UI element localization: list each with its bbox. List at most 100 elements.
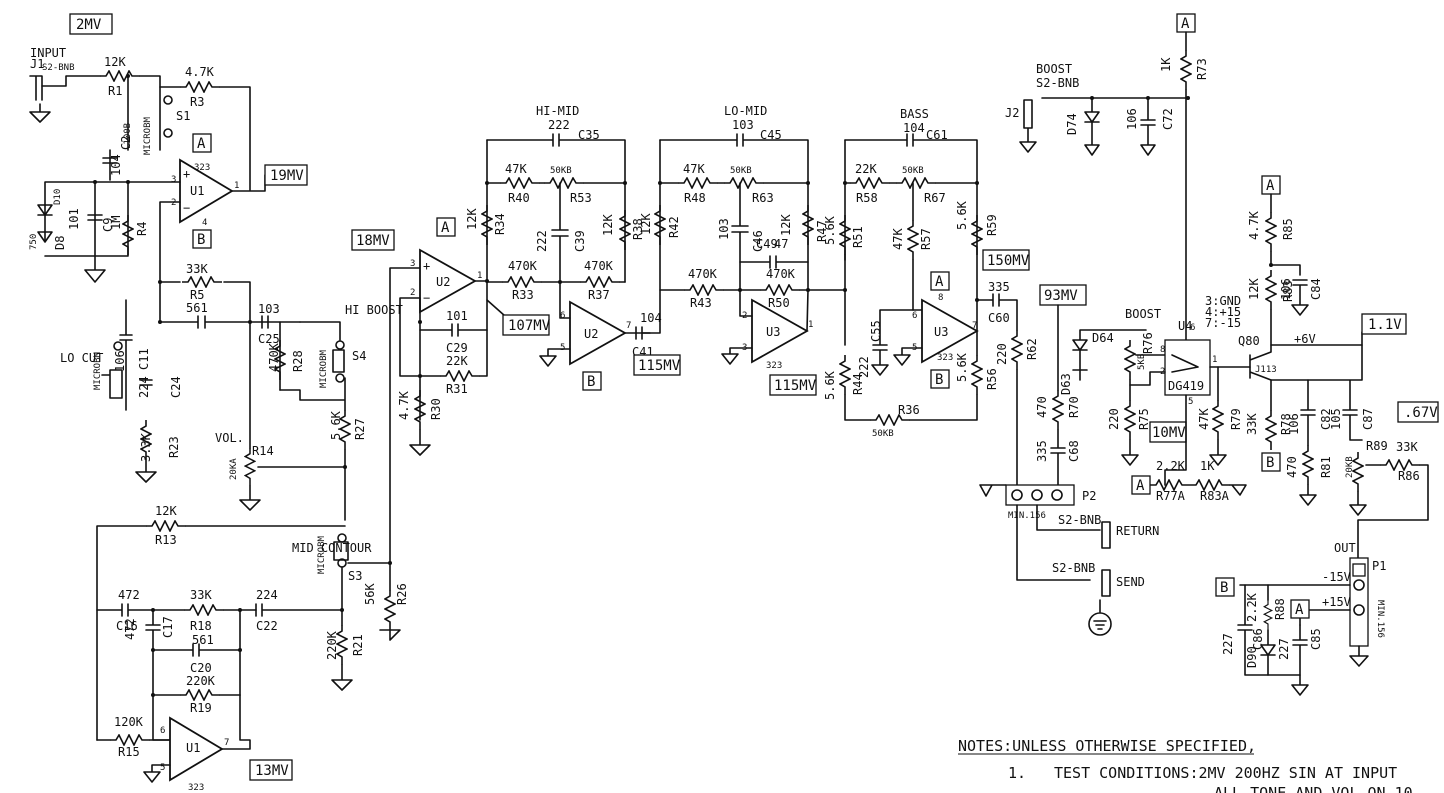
component-label: 106	[1125, 108, 1139, 130]
component-label: R5	[190, 288, 204, 302]
component-label: 1K	[1159, 57, 1173, 72]
component-label: R73	[1195, 58, 1209, 80]
component-label: 47K	[505, 162, 527, 176]
wire	[486, 182, 626, 283]
component-label: 104	[640, 311, 662, 325]
junction-node	[151, 648, 155, 652]
s2bnb-input: S2-BNB	[42, 63, 75, 73]
component-label: 50KB	[872, 429, 894, 439]
wire	[1237, 584, 1309, 696]
component-label: 120K	[114, 715, 144, 729]
junction-node	[1031, 489, 1043, 501]
label-box	[769, 374, 817, 396]
component-label: R15	[118, 745, 140, 759]
resistor-symbol	[544, 177, 584, 189]
resistor-symbol	[1265, 410, 1277, 450]
notes: NOTES:UNLESS OTHERWISE SPECIFIED, 1. TES…	[958, 737, 1413, 793]
component-label: MICROBM	[143, 116, 153, 155]
label-box	[351, 229, 395, 251]
component-label: C45	[760, 128, 782, 142]
wire	[96, 603, 185, 617]
mid-contour-stage: 12K R13 MID CONTOUR S3 MICROBM 56K R26 2…	[96, 267, 421, 793]
wire	[1019, 99, 1037, 153]
component-label: R86	[1398, 469, 1420, 483]
level-150mv: 150MV	[987, 253, 1030, 269]
component-label: A	[1295, 602, 1304, 618]
component-label: 1M	[109, 216, 123, 230]
component-label: R59	[985, 214, 999, 236]
junction-node	[238, 608, 242, 612]
component-label: R58	[856, 191, 878, 205]
component-label: 33K	[190, 588, 212, 602]
notes-heading: NOTES:UNLESS OTHERWISE SPECIFIED,	[958, 737, 1256, 755]
wire	[96, 525, 346, 741]
component-label: R62	[1025, 338, 1039, 360]
note-1-text: TEST CONDITIONS:2MV 200HZ SIN AT INPUT	[1054, 764, 1397, 782]
component-label: RETURN	[1116, 524, 1159, 538]
junction-node	[335, 373, 345, 383]
wire	[844, 299, 978, 421]
resistor-symbol	[1302, 445, 1314, 485]
component-label: S2-BNB	[1052, 561, 1095, 575]
j1-label: J1	[30, 57, 44, 71]
component-label: 224	[137, 376, 151, 398]
junction-node	[113, 341, 123, 351]
component-label: 7	[972, 321, 977, 331]
component-label: C39	[573, 230, 587, 252]
component-label: C17	[161, 616, 175, 638]
level-2mv: 2MV	[76, 17, 102, 33]
component-label: R57	[919, 228, 933, 250]
label-box	[192, 133, 212, 153]
label-box	[436, 217, 456, 237]
label-box	[69, 13, 113, 35]
component-label: MIN.156	[1008, 511, 1046, 521]
component-label: R83A	[1200, 489, 1230, 503]
wire	[159, 281, 251, 323]
component-label: .100B	[123, 123, 133, 150]
wire	[659, 133, 809, 291]
wire	[1307, 344, 1363, 441]
component-label: 12K	[465, 208, 479, 230]
component-label: B	[197, 232, 205, 248]
component-label: 323	[188, 783, 204, 793]
component-label: 5.6K	[823, 370, 837, 400]
opamp-u1b: U1	[186, 741, 200, 755]
component-label: 22K	[855, 162, 877, 176]
component-label: 12K	[601, 214, 615, 236]
wire	[871, 309, 914, 376]
component-label: 1K	[1200, 459, 1215, 473]
output-stage: A 4.7K R85 12K R83 106 C84 Q80 J113 +6V …	[1215, 175, 1439, 696]
component-label: C9	[101, 218, 115, 232]
wire	[409, 429, 431, 456]
component-label: 2.2K	[1156, 459, 1186, 473]
label-box	[1352, 563, 1366, 577]
component-label: LO CUT	[60, 351, 103, 365]
wire	[976, 293, 1018, 331]
component-label: A	[935, 274, 944, 290]
component-label: R70	[1067, 396, 1081, 418]
component-label: HI BOOST	[345, 303, 403, 317]
component-label: SEND	[1116, 575, 1145, 589]
label-box	[930, 369, 950, 389]
resistor-symbol	[1263, 600, 1273, 630]
component-label: +15V	[1322, 595, 1351, 609]
component-label: C61	[926, 128, 948, 142]
wire	[41, 75, 101, 87]
component-label: R30	[429, 398, 443, 420]
component-label: B	[935, 372, 943, 388]
component-label: 3:GND	[1205, 294, 1241, 308]
wire	[332, 349, 345, 373]
wire	[139, 75, 161, 151]
component-label: LO-MID	[724, 104, 767, 118]
wire	[1140, 97, 1156, 156]
wire	[379, 629, 401, 641]
wire	[255, 603, 343, 617]
component-label: 5	[160, 763, 165, 773]
component-label: +6V	[1294, 332, 1316, 346]
component-label: 2	[171, 198, 176, 208]
component-label: 222	[548, 118, 570, 132]
resistor-symbol	[440, 370, 480, 382]
component-label: S1	[176, 109, 190, 123]
component-label: R13	[155, 533, 177, 547]
component-label: 103	[732, 118, 754, 132]
